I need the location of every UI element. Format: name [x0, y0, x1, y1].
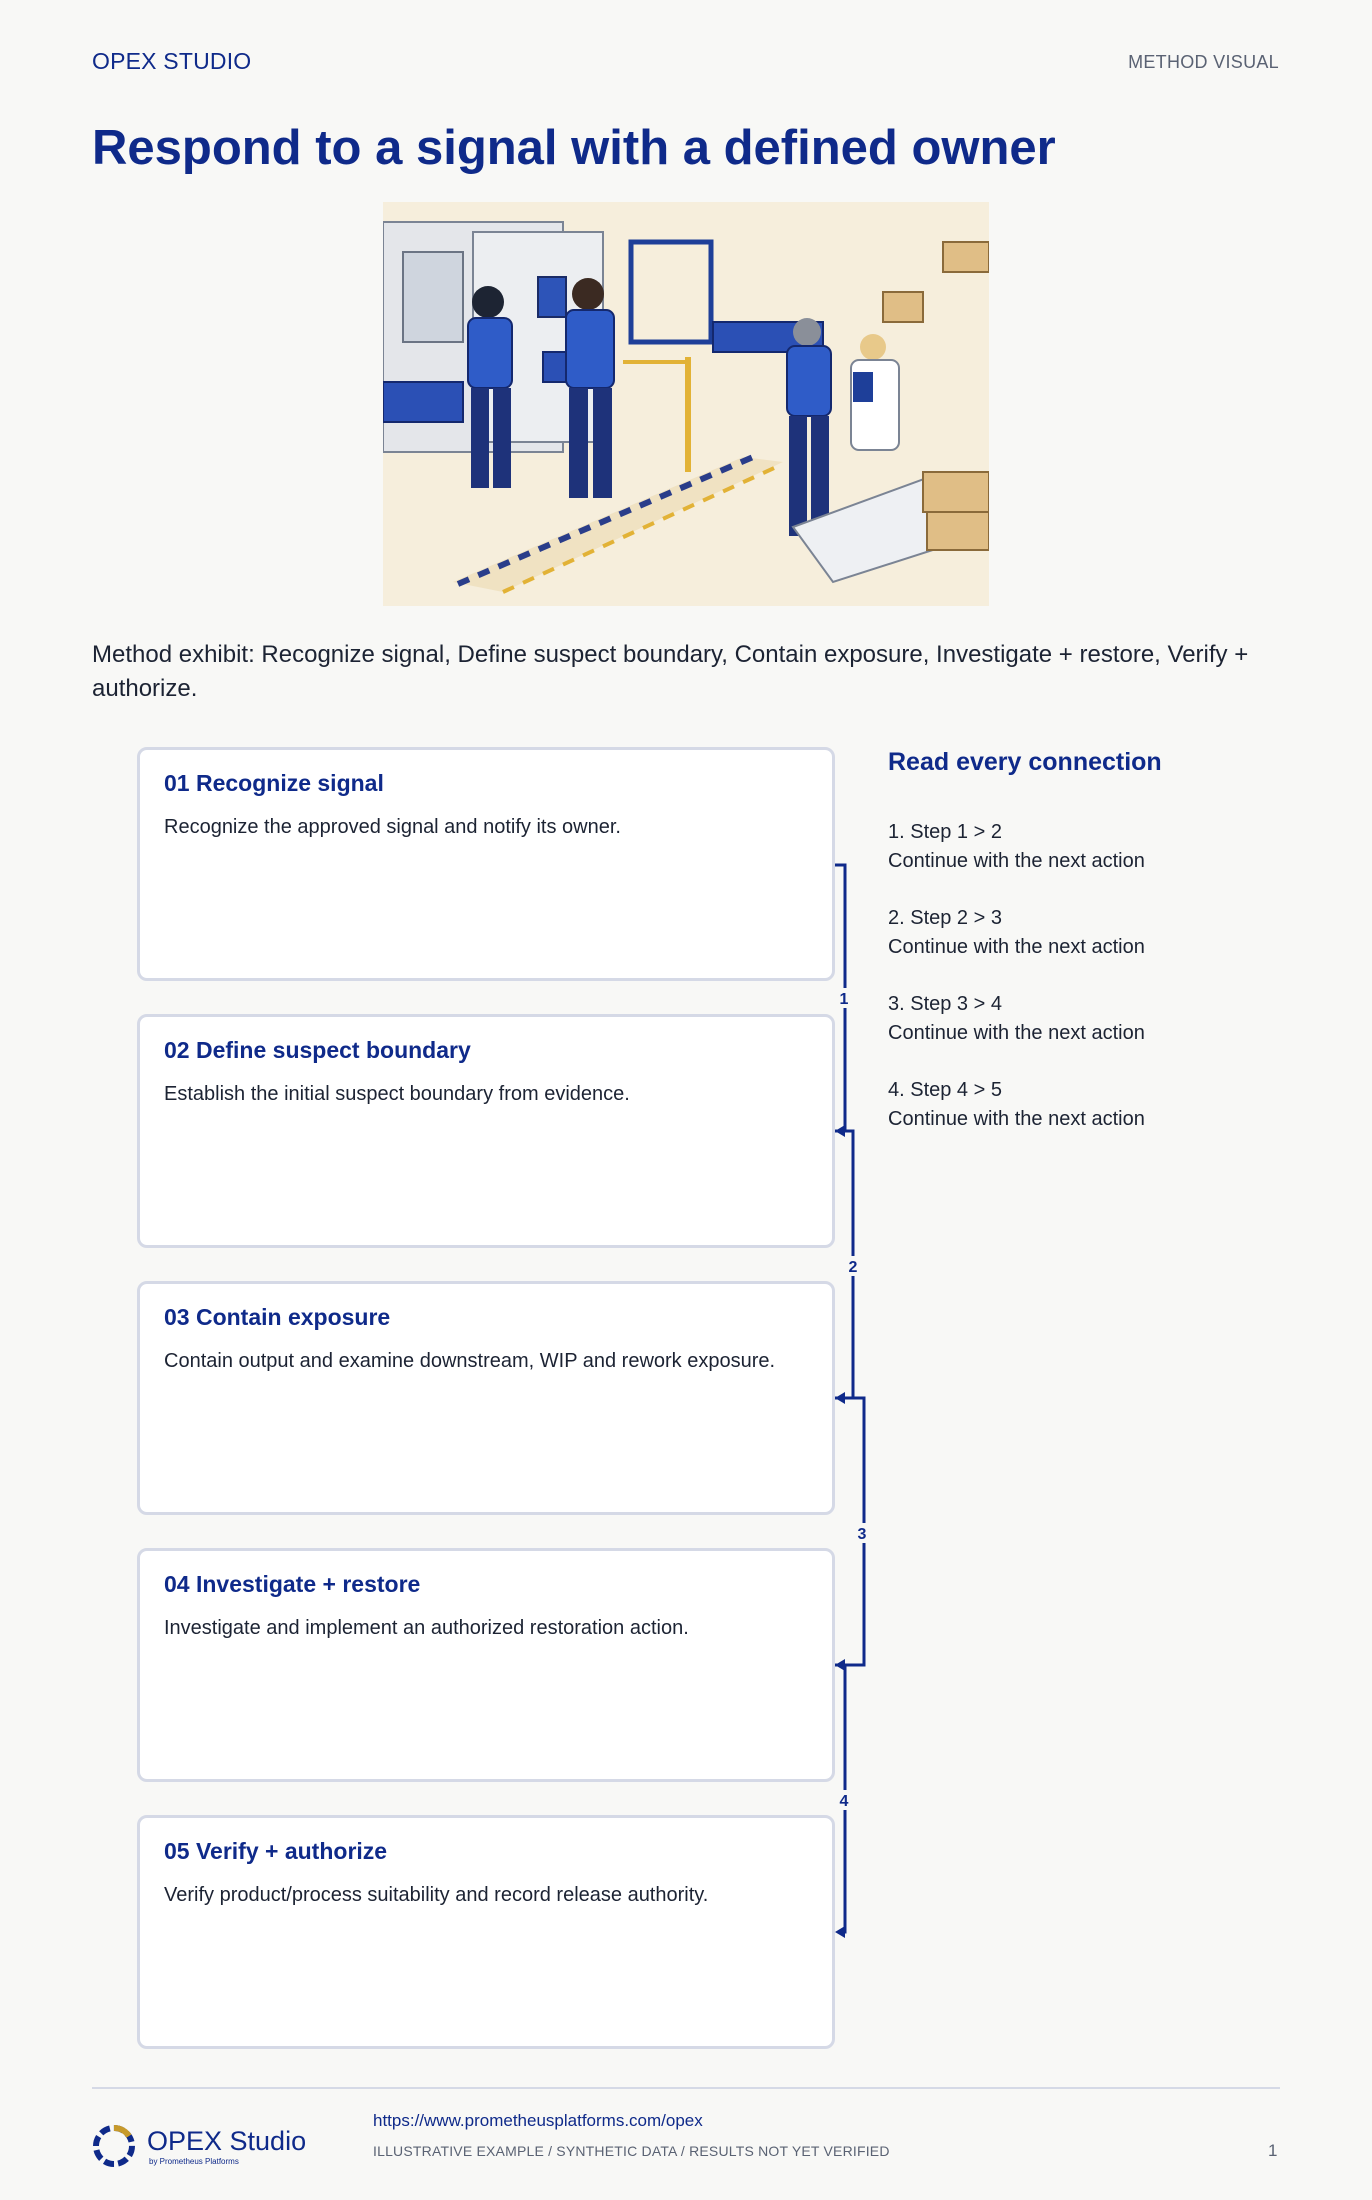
connection-label: 1. Step 1 > 2 — [888, 821, 1002, 843]
step-card-4: 04 Investigate + restore Investigate and… — [137, 1548, 835, 1782]
step-title: 01 Recognize signal — [164, 770, 384, 796]
footer-url-link[interactable]: https://www.prometheusplatforms.com/opex — [373, 2111, 703, 2130]
connection-item-2: 2. Step 2 > 3 Continue with the next act… — [888, 904, 1145, 962]
step-description: Investigate and implement an authorized … — [164, 1617, 689, 1639]
connection-label: 2. Step 2 > 3 — [888, 907, 1002, 929]
connector-label-2: 2 — [849, 1259, 858, 1276]
method-exhibit-text: Method exhibit: Recognize signal, Define… — [92, 641, 1249, 702]
step-title: 04 Investigate + restore — [164, 1571, 421, 1597]
connection-description: Continue with the next action — [888, 936, 1145, 958]
connections-title: Read every connection — [888, 748, 1162, 776]
footer-disclaimer: ILLUSTRATIVE EXAMPLE / SYNTHETIC DATA / … — [373, 2143, 890, 2159]
logo-name: OPEX Studio — [147, 2126, 307, 2156]
connection-item-3: 3. Step 3 > 4 Continue with the next act… — [888, 990, 1145, 1048]
step-card-1: 01 Recognize signal Recognize the approv… — [137, 747, 835, 981]
arrowhead-3 — [835, 1659, 845, 1671]
step-title: 02 Define suspect boundary — [164, 1037, 471, 1063]
connection-description: Continue with the next action — [888, 850, 1145, 872]
brand-label: OPEX STUDIO — [92, 48, 252, 74]
factory-floor-illustration — [383, 202, 989, 606]
step-description: Establish the initial suspect boundary f… — [164, 1083, 630, 1105]
step-title: 03 Contain exposure — [164, 1304, 391, 1330]
step-card-2: 02 Define suspect boundary Establish the… — [137, 1014, 835, 1248]
connector-2 — [835, 1129, 855, 1400]
connector-label-4: 4 — [840, 1793, 849, 1810]
arrowhead-2 — [835, 1392, 845, 1404]
logo-tagline: by Prometheus Platforms — [149, 2157, 239, 2166]
connection-description: Continue with the next action — [888, 1108, 1145, 1130]
page-title: Respond to a signal with a defined owner — [92, 121, 1056, 175]
step-card-3: 03 Contain exposure Contain output and e… — [137, 1281, 835, 1515]
connection-label: 3. Step 3 > 4 — [888, 993, 1002, 1015]
arrowhead-4 — [835, 1926, 845, 1938]
document-type-label: METHOD VISUAL — [1128, 52, 1279, 72]
step-description: Verify product/process suitability and r… — [164, 1884, 709, 1906]
connection-description: Continue with the next action — [888, 1022, 1145, 1044]
step-description: Contain output and examine downstream, W… — [164, 1350, 776, 1372]
connector-3 — [835, 1396, 866, 1667]
connection-item-4: 4. Step 4 > 5 Continue with the next act… — [888, 1076, 1145, 1134]
connection-label: 4. Step 4 > 5 — [888, 1079, 1002, 1101]
step-title: 05 Verify + authorize — [164, 1838, 388, 1864]
connector-label-1: 1 — [840, 991, 849, 1008]
connector-4 — [835, 1663, 847, 1934]
page-number: 1 — [1268, 2141, 1278, 2160]
connector-label-3: 3 — [858, 1526, 867, 1543]
footer-divider — [92, 2087, 1280, 2089]
step-description: Recognize the approved signal and notify… — [164, 816, 621, 838]
connector-1 — [835, 863, 847, 1133]
opex-logo-icon — [90, 2122, 138, 2175]
step-card-5: 05 Verify + authorize Verify product/pro… — [137, 1815, 835, 2049]
arrowhead-1 — [835, 1125, 845, 1137]
connection-item-1: 1. Step 1 > 2 Continue with the next act… — [888, 818, 1145, 876]
